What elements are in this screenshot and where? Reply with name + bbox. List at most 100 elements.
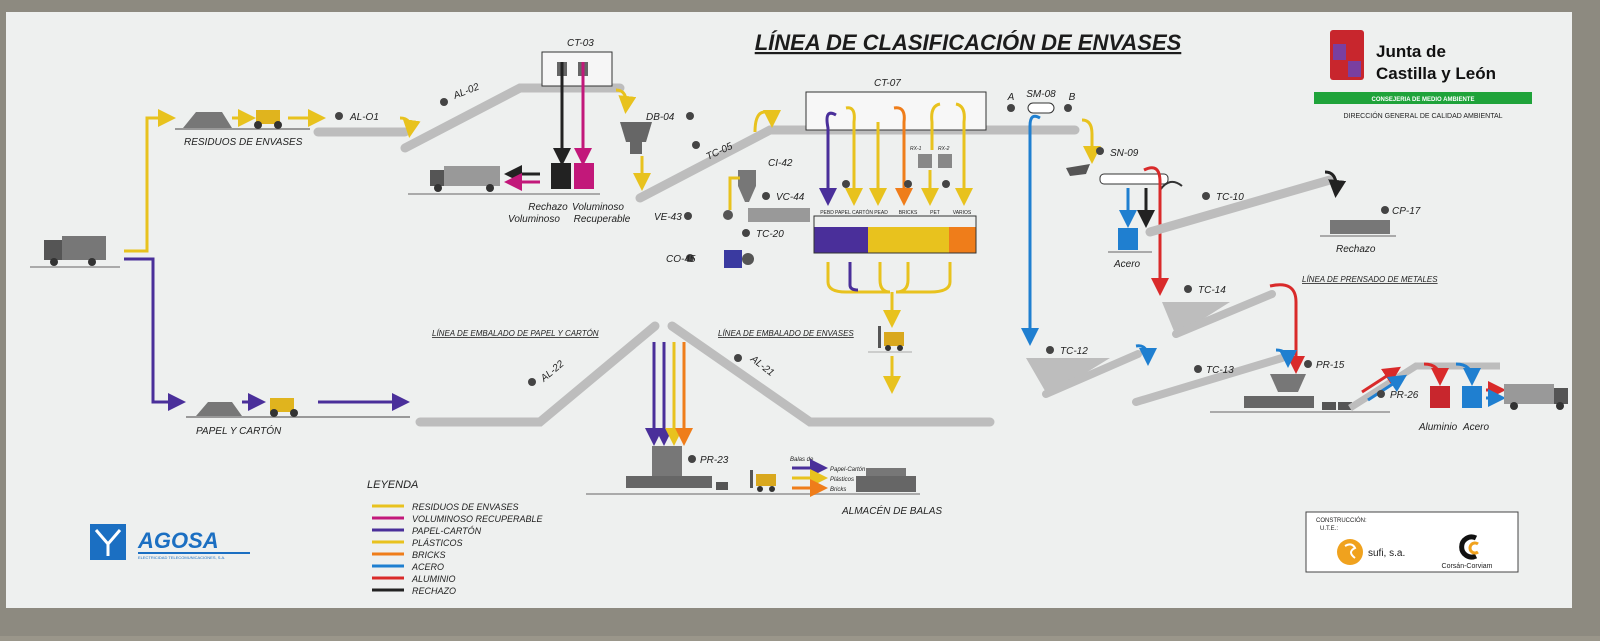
cabin-ct07 [805,91,987,131]
label-tc13: TC-13 [1206,365,1234,376]
label-cp17: CP-17 [1392,206,1421,217]
residuos-pile [175,110,310,130]
agosa-name: AGOSA [137,528,219,553]
label-tc10: TC-10 [1216,192,1244,203]
bin-label-4: BRICKS [899,210,918,216]
balas-item-1: Papel-Cartón [830,467,866,473]
balas-title: Balas de [790,457,814,463]
loader-icon [256,110,280,124]
label-ct03: CT-03 [567,38,594,49]
label-a: A [1007,92,1015,103]
press-pr23 [586,446,920,495]
junta-name-line2: Castilla y León [1376,64,1496,83]
corsan-name: Corsán-Corviam [1442,563,1493,570]
label-acero: Acero [1113,259,1141,270]
conveyor-tc20 [748,208,810,222]
container-cp17 [1330,220,1390,234]
cyclone-ci42 [738,170,756,186]
label-co45: CO-45 [666,254,696,265]
junta-logo: Junta de Castilla y León CONSEJERIA DE M… [1314,30,1532,120]
truck-metals-icon [1504,384,1568,410]
label-rechazo-vol-1: Rechazo [528,202,568,213]
truck-rechazo-icon [408,166,600,195]
forklift-icon [868,326,912,353]
press-pr15 [1270,374,1306,392]
label-rechazo-vol-2: Voluminoso [508,214,560,225]
container-rechazo [551,163,571,189]
hopper-tc12 [1026,358,1110,396]
agosa-logo: AGOSA ELECTRICIDAD TELECOMUNICACIONES, S… [90,524,250,560]
label-pr26: PR-26 [1390,390,1419,401]
legend-item-1: RESIDUOS DE ENVASES [412,502,519,512]
bin-label-6: VARIOS [953,210,972,216]
label-ve43: VE-43 [654,212,682,223]
label-db04: DB-04 [646,112,675,123]
bales-stack [856,468,916,492]
hopper-sn09 [1066,164,1090,176]
container-acero2 [1462,386,1482,408]
legend-item-8: RECHAZO [412,586,456,596]
construccion-box: CONSTRUCCIÓN: U.T.E.: sufi, s.a. Corsán-… [1305,511,1519,573]
direccion-text: DIRECCIÓN GENERAL DE CALIDAD AMBIENTAL [1343,111,1502,120]
label-vol-rec-2: Recuperable [574,214,631,225]
label-tc20: TC-20 [756,229,784,240]
label-linea-prensado: LÍNEA DE PRENSADO DE METALES [1302,275,1438,284]
papel-pile [186,398,410,418]
conveyor-al02 [400,83,625,153]
loader-papel-icon [270,398,294,412]
sufi-name: sufi, s.a. [1368,548,1405,559]
fan-ve43 [723,210,733,220]
magnet-sm08 [1027,102,1055,114]
flow-papel [124,257,186,411]
legend-item-5: BRICKS [412,550,446,560]
agosa-subtitle: ELECTRICIDAD TELECOMUNICACIONES, S.A. [138,555,225,560]
legend-item-2: VOLUMINOSO RECUPERABLE [412,514,544,524]
optical-rx2 [938,154,952,168]
separator-sn09 [1099,173,1169,185]
legend-title: LEYENDA [367,479,418,491]
container-aluminio [1430,386,1450,408]
container-acero [1118,228,1138,250]
legend-item-7: ALUMINIO [411,574,456,584]
consejeria-text: CONSEJERIA DE MEDIO AMBIENTE [1372,97,1475,103]
construccion-ute: U.T.E.: [1320,526,1338,532]
legend-item-3: PAPEL-CARTÓN [412,526,482,536]
hopper-db04 [620,122,652,142]
label-linea-papel: LÍNEA DE EMBALADO DE PAPEL Y CARTÓN [432,329,599,338]
construccion-title: CONSTRUCCIÓN: [1316,517,1367,524]
cabin-ct03 [541,51,613,87]
legend-item-4: PLÁSTICOS [412,538,463,548]
diagram-title: LÍNEA DE CLASIFICACIÓN DE ENVASES [755,30,1182,55]
label-sm08: SM-08 [1026,89,1056,100]
label-vol-rec-1: Voluminoso [572,202,624,213]
garbage-truck-icon [30,236,120,268]
bin-label-1: PEBD [820,210,834,216]
label-al01: AL-O1 [349,112,379,123]
label-rx2: RX-2 [938,146,950,152]
legend: LEYENDA RESIDUOS DE ENVASES VOLUMINOSO R… [367,479,544,596]
label-linea-envases: LÍNEA DE EMBALADO DE ENVASES [718,329,854,338]
label-acero2: Acero [1462,422,1490,433]
label-rechazo: Rechazo [1336,244,1376,255]
label-papel-carton: PAPEL Y CARTÓN [196,424,282,437]
conveyor-tc13 [1132,354,1286,406]
label-sn09: SN-09 [1110,148,1139,159]
green-bar [1314,92,1532,104]
flow-residuos [124,109,176,253]
junta-name-line1: Junta de [1376,42,1446,61]
sufi-logo-icon [1337,539,1363,565]
optical-rx1 [918,154,932,168]
label-vc44: VC-44 [776,192,805,203]
label-residuos: RESIDUOS DE ENVASES [184,137,303,148]
container-voluminoso [574,163,594,189]
balas-item-2: Plásticos [830,477,854,483]
label-b: B [1069,92,1076,103]
legend-item-6: ACERO [411,562,444,572]
label-tc14: TC-14 [1198,285,1226,296]
bin-label-2: PAPEL CARTÓN [835,209,873,216]
label-aluminio: Aluminio [1418,422,1458,433]
compressor-co45 [724,250,742,268]
conveyor-al21 [667,321,995,427]
label-almacen: ALMACÉN DE BALAS [841,504,942,517]
